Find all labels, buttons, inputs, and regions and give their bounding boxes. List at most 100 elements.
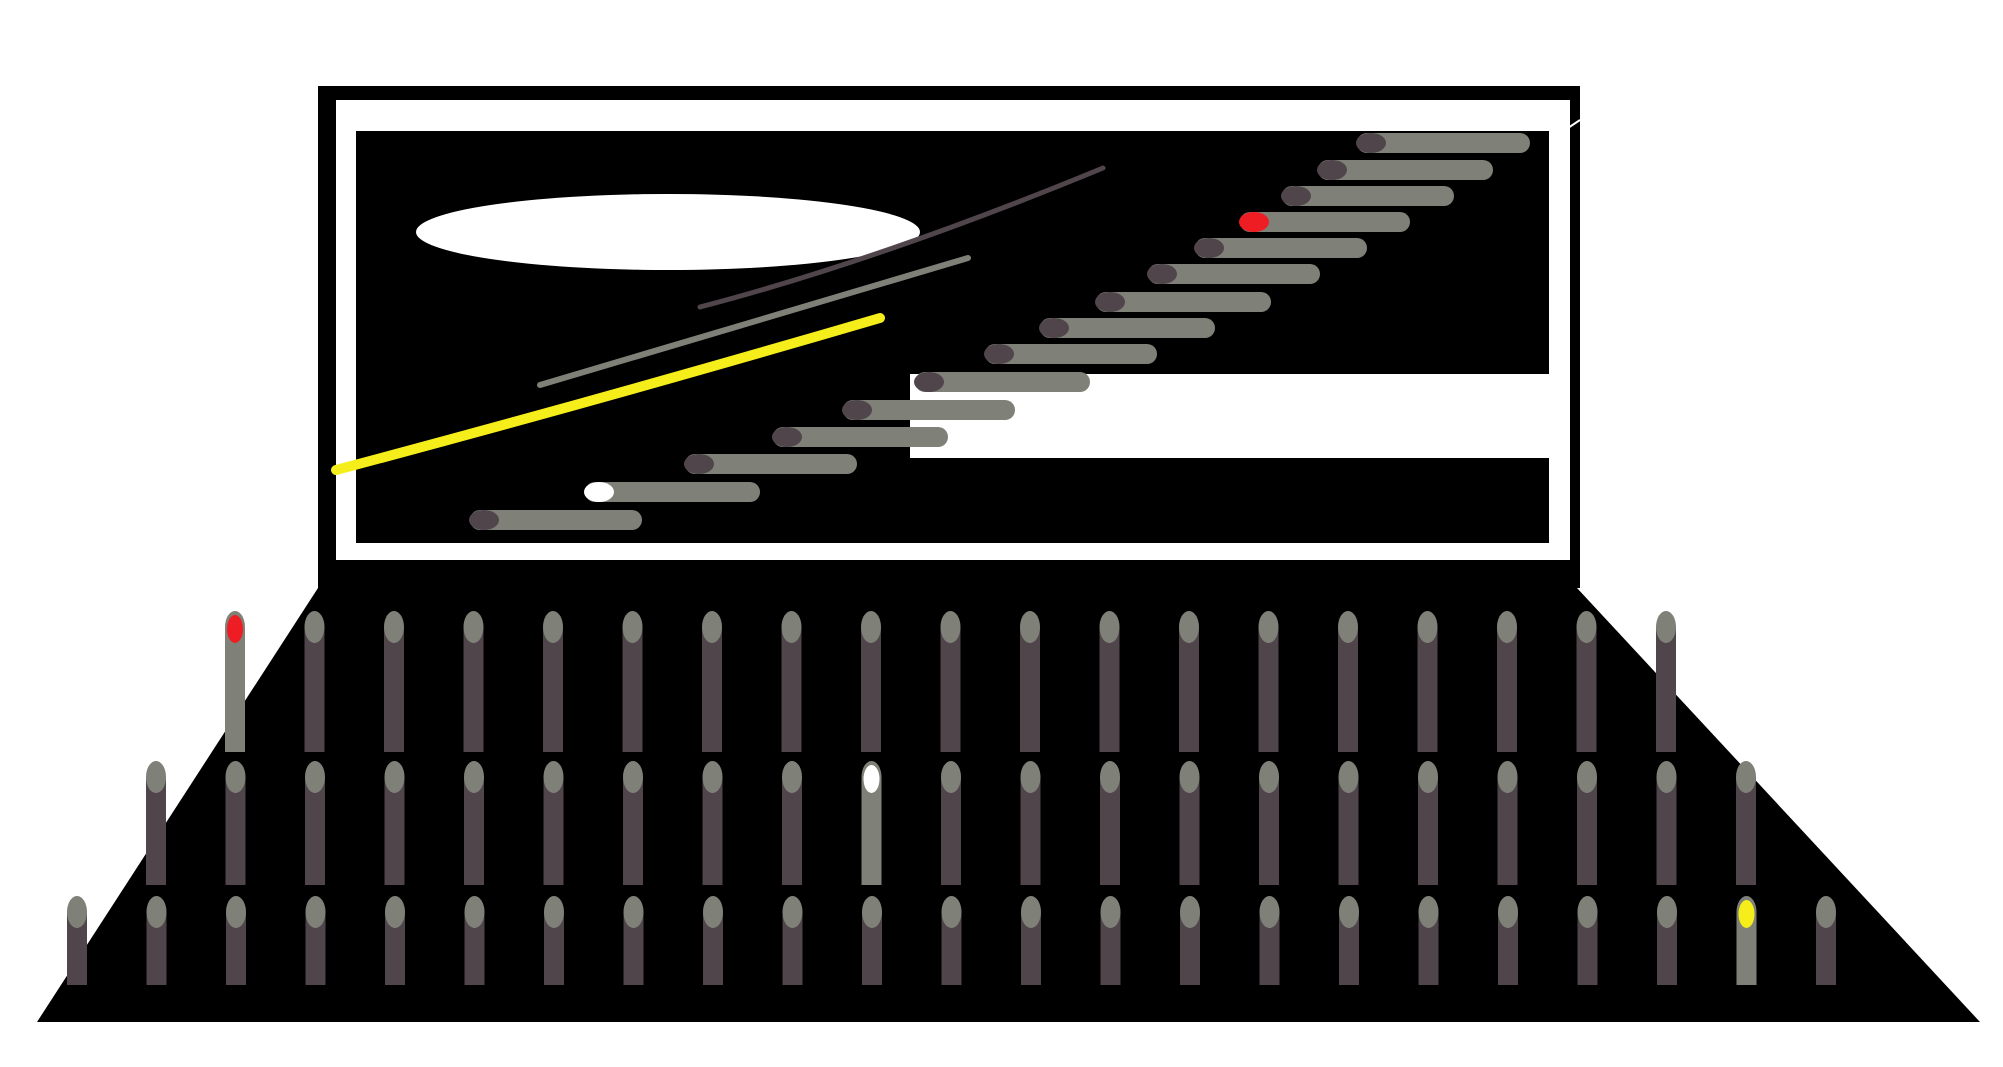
front-row-pin: [1816, 896, 1836, 985]
middle-row-pin: [1179, 761, 1200, 885]
back-row-pin-cap: [863, 615, 879, 643]
white-ellipse: [416, 194, 920, 270]
stair-bar: [914, 372, 1090, 392]
middle-row-pin: [1577, 761, 1597, 885]
stair-bar-tip: [1356, 133, 1386, 153]
middle-row-pin: [861, 761, 882, 885]
back-row-pin: [1099, 611, 1120, 752]
back-row-pin: [1179, 611, 1199, 752]
back-row-pin-cap: [1419, 615, 1436, 643]
front-row-pin: [305, 896, 326, 985]
stair-bar: [469, 510, 642, 530]
stair-bar-tip: [772, 427, 802, 447]
stair-bar-tip: [1194, 238, 1224, 258]
back-row-pin: [304, 611, 325, 752]
middle-row-pin: [464, 761, 484, 885]
back-row-pin: [1020, 611, 1040, 752]
front-row-pin-cap: [1341, 900, 1357, 928]
stair-bar-tip: [1147, 264, 1177, 284]
back-row-pin: [1338, 611, 1358, 752]
middle-row-pin-cap: [863, 765, 880, 793]
back-row-pin-cap: [1022, 615, 1038, 643]
front-row-pin-cap: [1182, 900, 1198, 928]
back-row-pin-cap: [1578, 615, 1595, 643]
middle-row-pin: [305, 761, 325, 885]
middle-row-pin-cap: [784, 765, 800, 793]
front-row-pin: [623, 896, 644, 985]
stair-bar: [584, 482, 760, 502]
back-row-pin-cap: [1499, 615, 1515, 643]
front-row-pin-cap: [466, 900, 483, 928]
back-row-pin-cap: [942, 615, 959, 643]
middle-row-pin: [543, 761, 564, 885]
dark-streak: [697, 165, 1106, 310]
stair-bar-tip: [842, 400, 872, 420]
front-row-pin-cap: [943, 900, 960, 928]
stair-bar: [984, 344, 1157, 364]
back-row-pin-cap: [1101, 615, 1118, 643]
back-row-pin: [463, 611, 484, 752]
stage-base: [37, 588, 1980, 1022]
stair-bar: [1095, 292, 1271, 312]
stair-bar: [1356, 133, 1530, 153]
stair-bar-tip: [1039, 318, 1069, 338]
front-row-pin-cap: [705, 900, 721, 928]
middle-row-pin: [1418, 761, 1438, 885]
front-row-pin-cap: [864, 900, 880, 928]
front-row-pin-cap: [307, 900, 324, 928]
front-row-pin-cap: [1261, 900, 1278, 928]
middle-row-pin-cap: [1579, 765, 1595, 793]
middle-row-pin: [384, 761, 405, 885]
front-row-pin-cap: [546, 900, 562, 928]
middle-row-pin-cap: [466, 765, 482, 793]
back-row-pin-cap: [1658, 615, 1674, 643]
front-row-pin: [146, 896, 167, 985]
stair-bar-tip: [469, 510, 499, 530]
back-row-pin: [543, 611, 563, 752]
middle-row-pin-cap: [545, 765, 562, 793]
front-row-pin-cap: [1659, 900, 1675, 928]
front-row-pin: [703, 896, 723, 985]
front-row-pin: [1339, 896, 1359, 985]
stair-bar-tip: [1239, 212, 1269, 232]
stair-bars: [469, 133, 1530, 530]
back-row-pin: [1656, 611, 1676, 752]
middle-row-pin: [225, 761, 246, 885]
middle-row-pin-cap: [1340, 765, 1357, 793]
front-row-pin-cap: [1738, 900, 1755, 928]
stair-bar: [772, 427, 948, 447]
middle-row-pin: [702, 761, 723, 885]
corner-streak: [1564, 119, 1581, 131]
front-row-pin: [1180, 896, 1200, 985]
middle-row-pin: [1497, 761, 1518, 885]
front-row-pin: [226, 896, 246, 985]
middle-row-pin: [1338, 761, 1359, 885]
stair-bar: [684, 454, 857, 474]
pin-rows: [67, 611, 1836, 985]
front-row-pin: [1498, 896, 1518, 985]
stair-bar-tip: [1281, 186, 1311, 206]
back-row-pin-cap: [1260, 615, 1277, 643]
front-row-pin: [385, 896, 405, 985]
stair-bar-tip: [984, 344, 1014, 364]
front-row-pin-cap: [625, 900, 642, 928]
back-row-pin: [1417, 611, 1438, 752]
back-row-pin: [781, 611, 802, 752]
stair-bar: [1239, 212, 1410, 232]
stair-bar-tip: [1095, 292, 1125, 312]
back-row-pin: [1497, 611, 1517, 752]
stair-bar: [1194, 238, 1367, 258]
middle-row-pin-cap: [625, 765, 641, 793]
back-row-pin: [225, 611, 245, 752]
stair-bar: [1039, 318, 1215, 338]
back-row-pin: [861, 611, 881, 752]
front-row-pin: [1100, 896, 1121, 985]
middle-row-pin-cap: [1181, 765, 1198, 793]
back-row-pin-cap: [1181, 615, 1197, 643]
back-row-pin-cap: [465, 615, 482, 643]
middle-row-pin-cap: [1022, 765, 1039, 793]
front-row-pin-cap: [387, 900, 403, 928]
back-row-pin: [1258, 611, 1279, 752]
stair-bar-tip: [1317, 160, 1347, 180]
front-row-pin: [941, 896, 962, 985]
